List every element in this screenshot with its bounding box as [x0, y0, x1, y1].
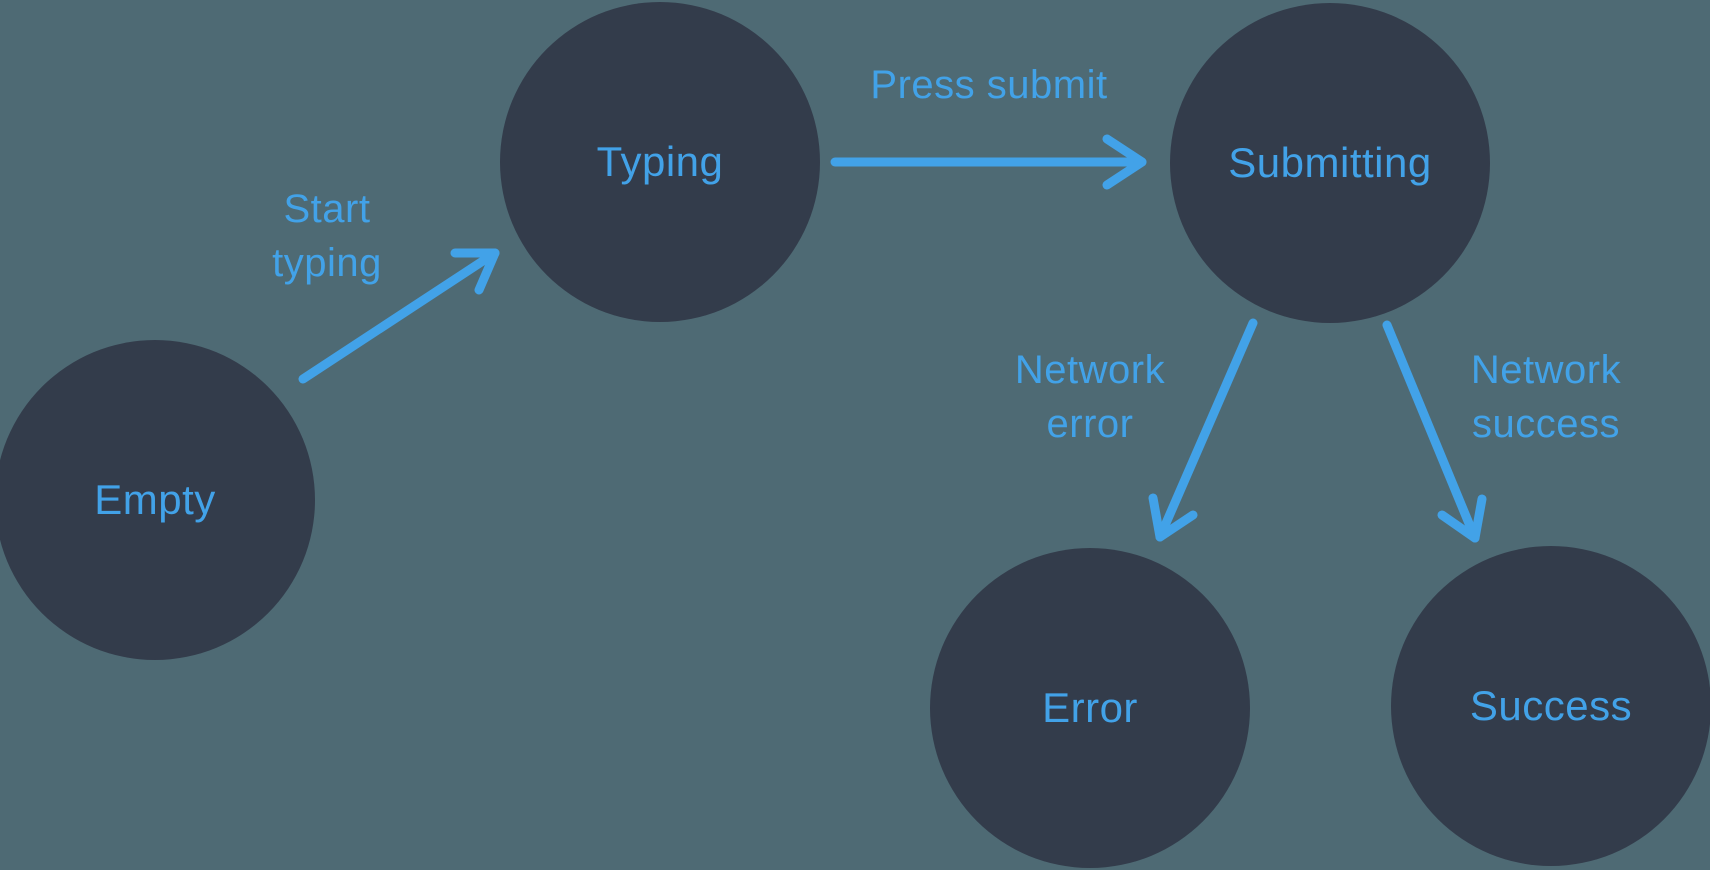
- edge-label-network-error: Network error: [1014, 348, 1166, 446]
- state-node-error-label: Error: [1042, 684, 1138, 731]
- state-node-success-label: Success: [1469, 682, 1633, 729]
- state-node-submitting-label: Submitting: [1228, 139, 1432, 186]
- state-node-empty-label: Empty: [94, 476, 216, 523]
- edge-label-press-submit: Press submit: [870, 63, 1108, 107]
- arrow-press-submit-icon: [830, 134, 1147, 190]
- state-node-typing-label: Typing: [596, 138, 724, 185]
- state-node-submitting: Submitting: [1170, 3, 1490, 323]
- state-node-empty: Empty: [0, 340, 315, 660]
- state-node-typing: Typing: [500, 2, 820, 322]
- state-node-error: Error: [930, 548, 1250, 868]
- edge-label-network-success: Network success: [1470, 348, 1622, 446]
- edge-label-start-typing: Start typing: [272, 187, 382, 285]
- state-node-success: Success: [1391, 546, 1710, 866]
